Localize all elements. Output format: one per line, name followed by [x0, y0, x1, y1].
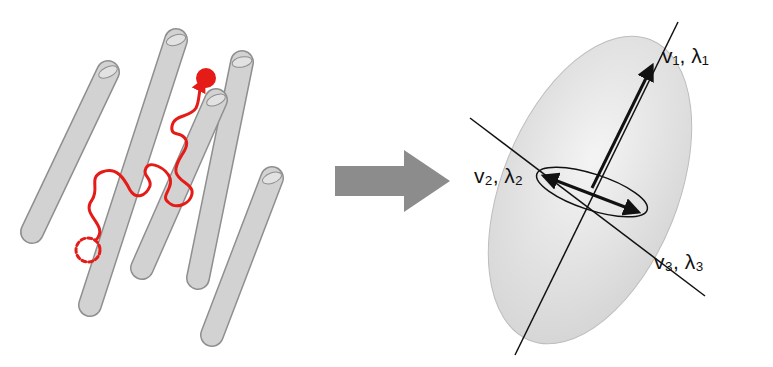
diffusion-path [76, 68, 216, 262]
fiber-rods [32, 32, 283, 335]
diffusion-ellipsoid [448, 7, 733, 367]
axis-label: v₃, λ₃ [654, 250, 704, 273]
axis-label: v₁, λ₁ [662, 44, 709, 67]
transform-arrow [335, 150, 450, 212]
axis-label: v₂, λ₂ [474, 164, 523, 187]
